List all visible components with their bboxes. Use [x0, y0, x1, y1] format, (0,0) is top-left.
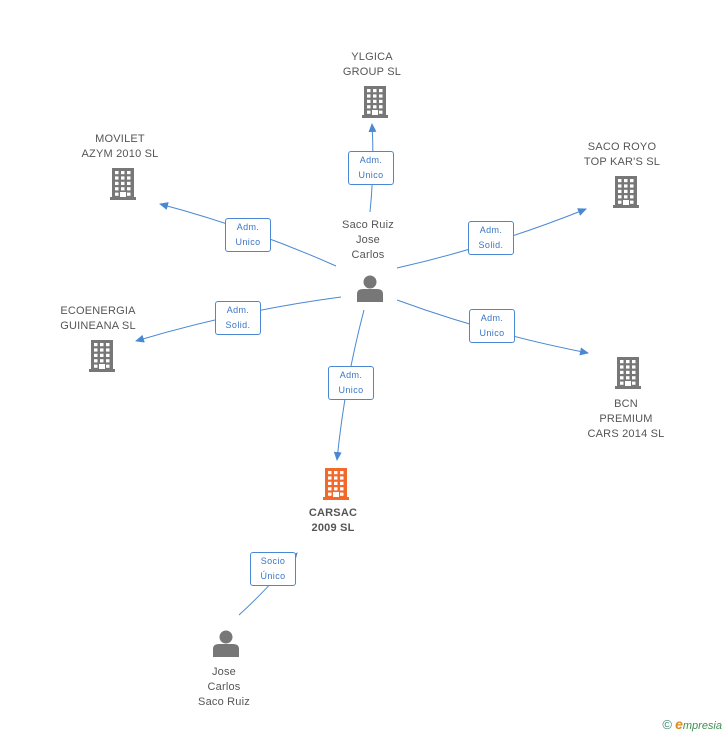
copyright-footer: © empresia [662, 716, 722, 732]
brand-logo-initial: e [675, 716, 683, 732]
brand-logo-text: mpresia [682, 720, 722, 732]
person-icon-josecarlos[interactable] [213, 630, 239, 658]
node-label-carsac[interactable]: CARSAC 2009 SL [308, 507, 358, 534]
edge-label-carsac[interactable]: Adm. Unico [328, 366, 374, 400]
building-icon-bcn[interactable] [615, 357, 641, 389]
edge-label-bcn[interactable]: Adm. Unico [469, 309, 515, 343]
icons-layer [89, 86, 641, 657]
building-icon-sacoroyo[interactable] [613, 176, 639, 208]
edge-label-movilet[interactable]: Adm. Unico [225, 218, 271, 252]
edge-label-carsac[interactable]: Socio Único [250, 552, 296, 586]
person-icon-sacoruiz[interactable] [357, 275, 383, 303]
node-label-sacoroyo[interactable]: SACO ROYO TOP KAR'S SL [583, 141, 661, 168]
edge-label-ecoenergia[interactable]: Adm. Solid. [215, 301, 261, 335]
node-label-josecarlos[interactable]: Jose Carlos Saco Ruiz [198, 666, 250, 708]
node-label-ecoenergia[interactable]: ECOENERGIA GUINEANA SL [60, 305, 136, 332]
node-label-ylgica[interactable]: YLGICA GROUP SL [342, 51, 402, 78]
edge-label-sacoroyo[interactable]: Adm. Solid. [468, 221, 514, 255]
node-label-bcn[interactable]: BCN PREMIUM CARS 2014 SL [587, 398, 665, 440]
node-label-sacoruiz[interactable]: Saco Ruiz Jose Carlos [342, 219, 394, 261]
node-label-movilet[interactable]: MOVILET AZYM 2010 SL [81, 133, 159, 160]
building-icon-ylgica[interactable] [362, 86, 388, 118]
building-icon-ecoenergia[interactable] [89, 340, 115, 372]
building-icon-carsac[interactable] [323, 468, 349, 500]
building-icon-movilet[interactable] [110, 168, 136, 200]
edge-label-ylgica[interactable]: Adm. Unico [348, 151, 394, 185]
copyright-icon: © [662, 717, 673, 732]
